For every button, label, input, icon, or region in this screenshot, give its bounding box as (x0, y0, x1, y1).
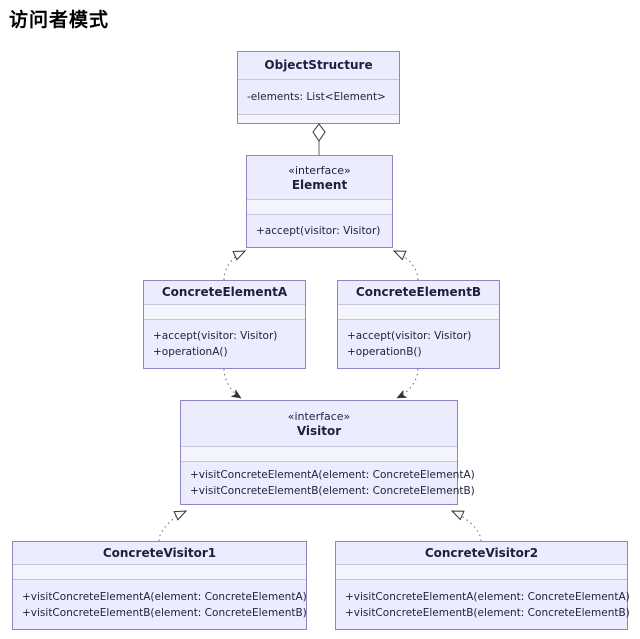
dependency-edge-concreteelementa-visitor (223, 368, 241, 399)
class-element: «interface» Element +accept(visitor: Vis… (246, 155, 393, 248)
method: +visitConcreteElementB(element: Concrete… (22, 606, 307, 619)
class-title: «interface» Visitor (181, 401, 457, 446)
fields-compartment: -elements: List<Element> (238, 79, 399, 114)
class-visitor: «interface» Visitor +visitConcreteElemen… (180, 400, 475, 505)
method: +operationA() (153, 346, 228, 358)
class-title: ObjectStructure (238, 52, 399, 79)
method: +accept(visitor: Visitor) (256, 225, 381, 237)
dependency-edge-concreteelementb-visitor (397, 368, 419, 399)
method: +visitConcreteElementB(element: Concrete… (345, 606, 630, 619)
method: +operationB() (347, 346, 422, 358)
class-name: ConcreteVisitor2 (424, 545, 539, 560)
class-name: ConcreteElementB (355, 285, 482, 299)
class-name: ConcreteVisitor1 (102, 545, 217, 560)
class-name: ObjectStructure (264, 58, 373, 72)
realization-edge-concretevisitor1-visitor (158, 511, 186, 542)
field: -elements: List<Element> (247, 91, 386, 103)
method: +accept(visitor: Visitor) (347, 330, 472, 342)
class-title: ConcreteElementB (338, 281, 499, 304)
class-concreteelementb: ConcreteElementB +accept(visitor: Visito… (337, 280, 500, 369)
fields-compartment-empty (13, 564, 306, 579)
methods-compartment: +visitConcreteElementA(element: Concrete… (336, 579, 630, 629)
realization-edge-concreteelementa-element (223, 251, 245, 281)
method: +accept(visitor: Visitor) (153, 330, 278, 342)
class-concreteelementa: ConcreteElementA +accept(visitor: Visito… (143, 280, 306, 369)
class-concretevisitor2: ConcreteVisitor2 +visitConcreteElementA(… (335, 541, 630, 630)
fields-compartment-empty (338, 304, 499, 319)
method: +visitConcreteElementB(element: Concrete… (190, 485, 475, 497)
page-title: 访问者模式 (9, 9, 110, 31)
fields-compartment-empty (181, 446, 457, 461)
realization-edge-concreteelementb-element (394, 251, 419, 281)
class-name: ConcreteElementA (161, 285, 288, 299)
methods-compartment: +accept(visitor: Visitor) (247, 214, 392, 247)
methods-compartment-empty (238, 114, 399, 123)
fields-compartment-empty (336, 564, 627, 579)
class-concretevisitor1: ConcreteVisitor1 +visitConcreteElementA(… (12, 541, 307, 630)
class-title: ConcreteVisitor2 (336, 542, 627, 564)
method: +visitConcreteElementA(element: Concrete… (190, 469, 475, 481)
method: +visitConcreteElementA(element: Concrete… (345, 590, 630, 603)
methods-compartment: +accept(visitor: Visitor) +operationA() (144, 319, 305, 368)
methods-compartment: +visitConcreteElementA(element: Concrete… (181, 461, 475, 504)
aggregation-diamond-icon (312, 123, 326, 142)
realization-edge-concretevisitor2-visitor (452, 511, 482, 542)
stereotype-label: «interface» (287, 409, 351, 423)
class-title: «interface» Element (247, 156, 392, 199)
fields-compartment-empty (144, 304, 305, 319)
class-title: ConcreteElementA (144, 281, 305, 304)
methods-compartment: +accept(visitor: Visitor) +operationB() (338, 319, 499, 368)
stereotype-label: «interface» (288, 163, 351, 177)
class-title: ConcreteVisitor1 (13, 542, 306, 564)
methods-compartment: +visitConcreteElementA(element: Concrete… (13, 579, 307, 629)
class-name: Element (291, 177, 348, 192)
method: +visitConcreteElementA(element: Concrete… (22, 590, 307, 603)
fields-compartment-empty (247, 199, 392, 214)
class-name: Visitor (296, 423, 342, 438)
class-objectstructure: ObjectStructure -elements: List<Element> (237, 51, 400, 124)
